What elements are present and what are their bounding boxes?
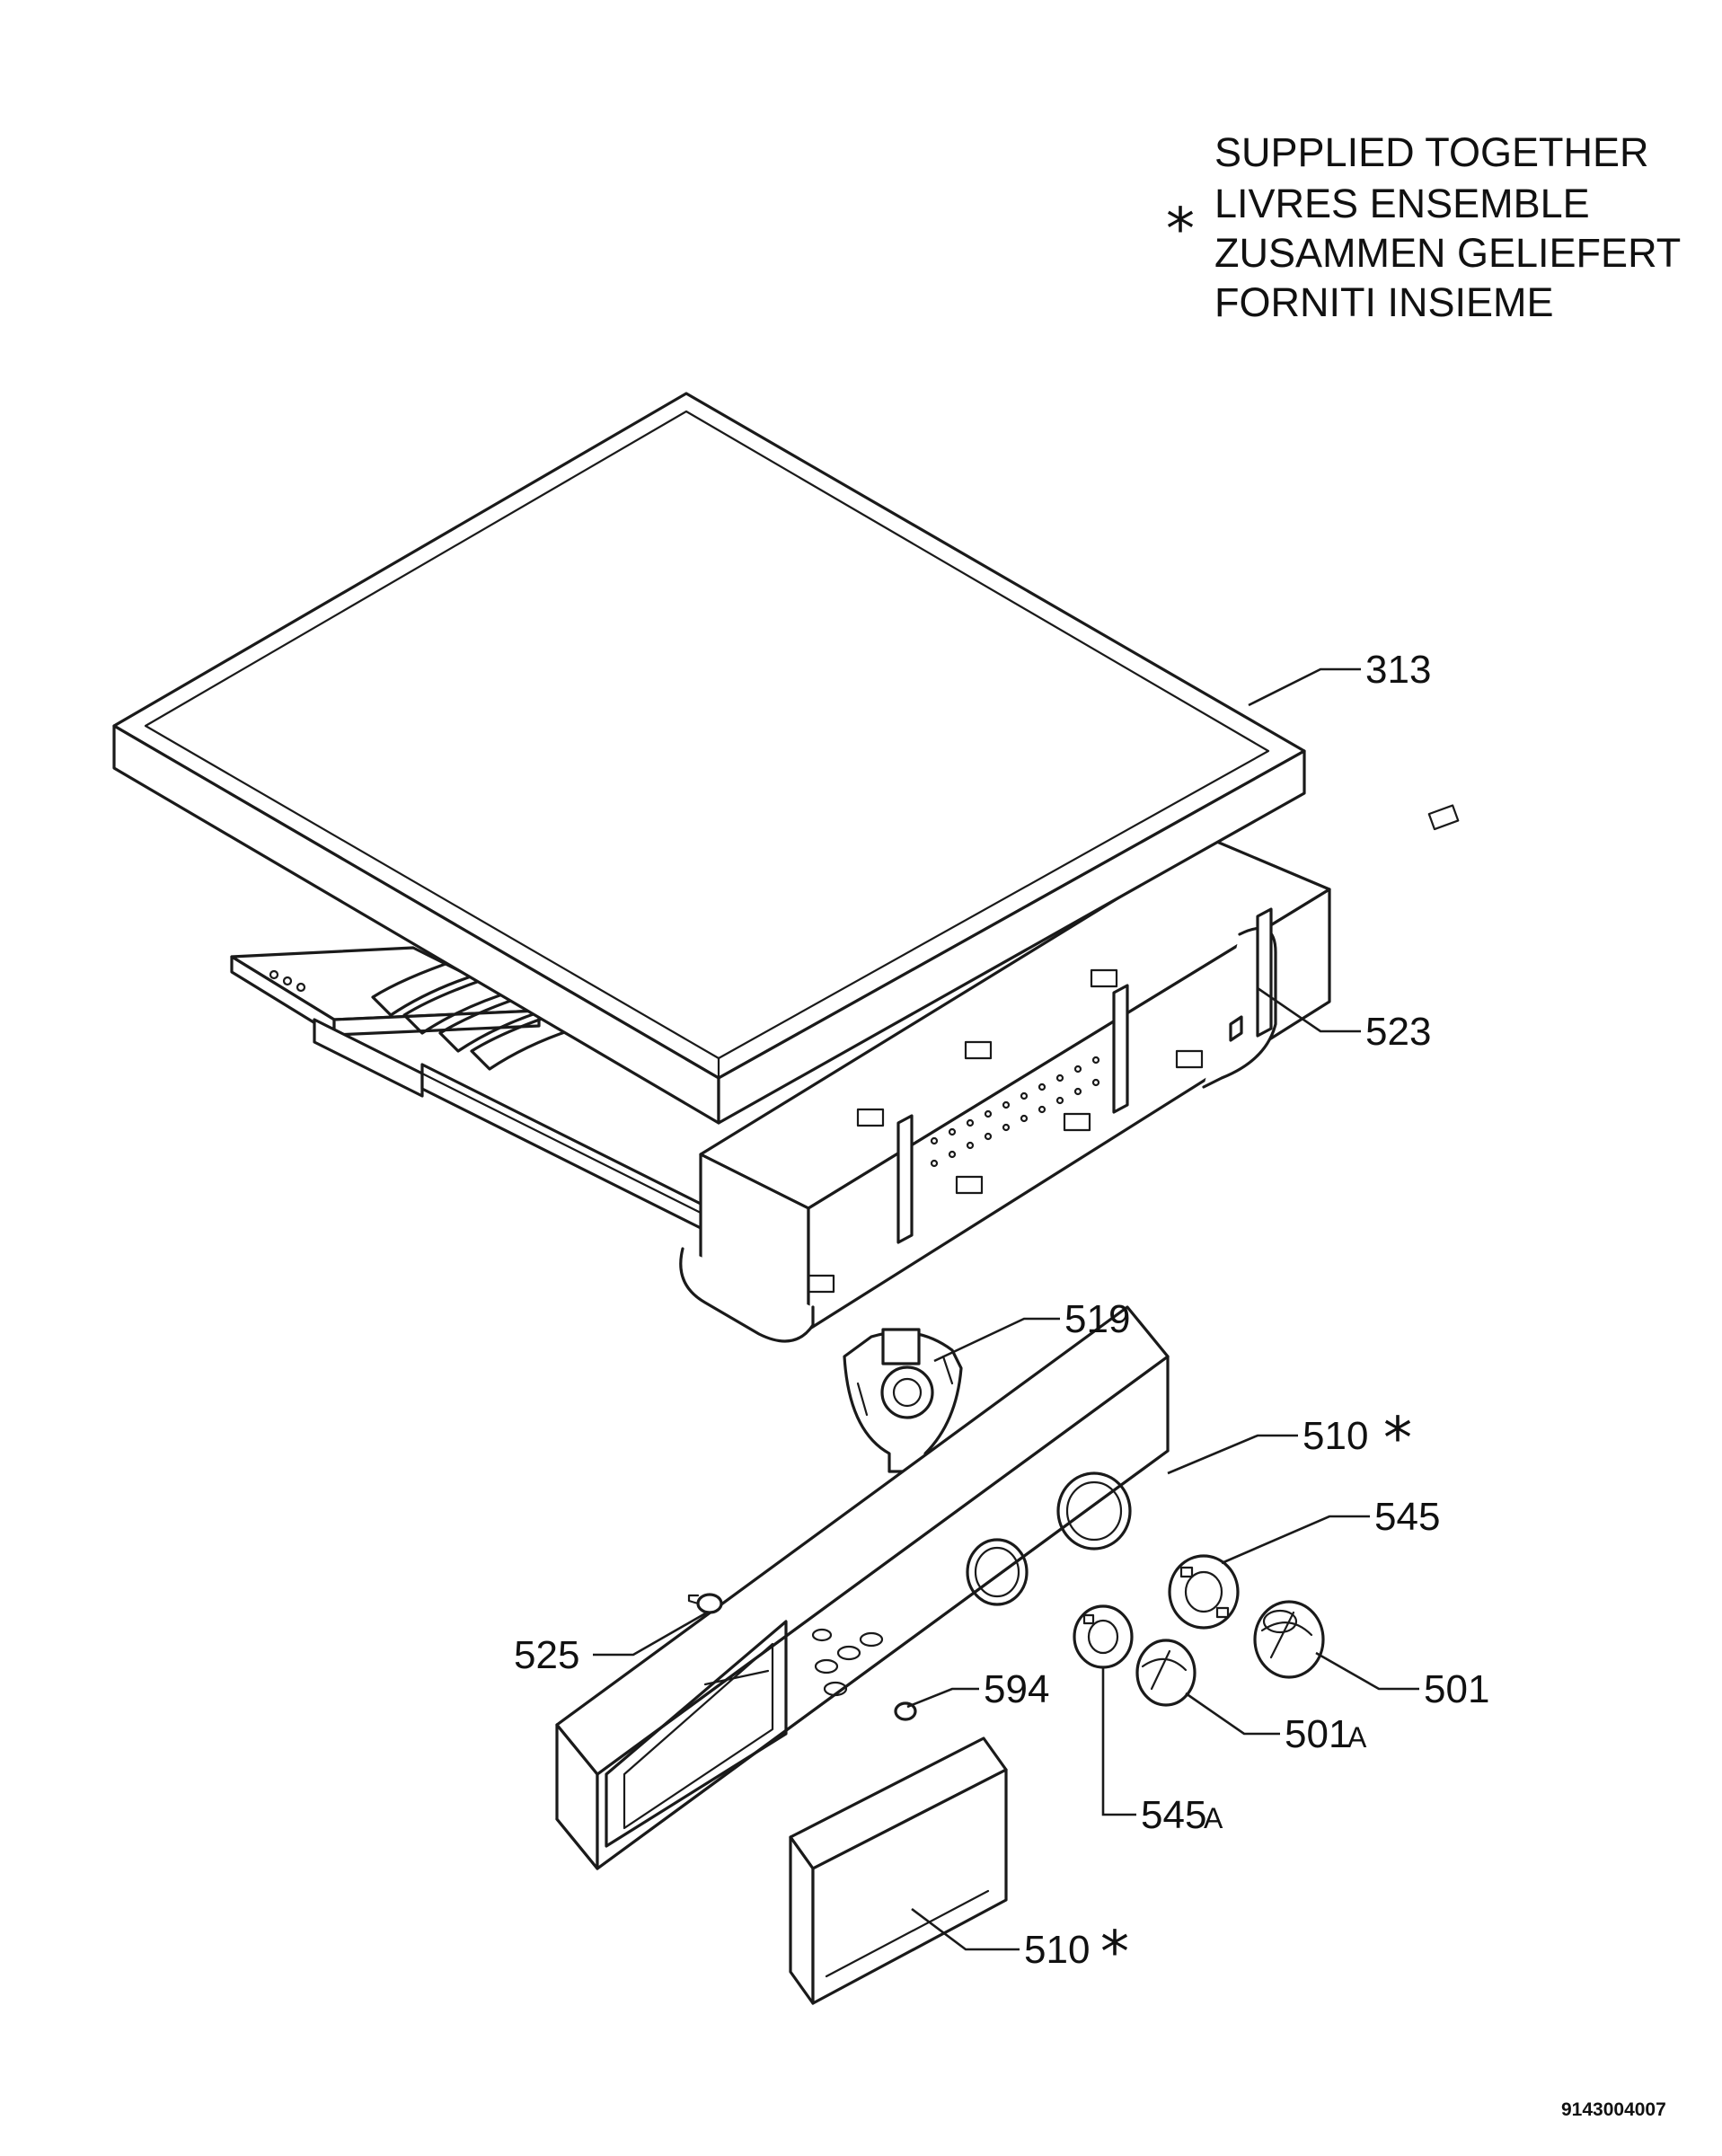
label-501a-suffix: A [1347,1721,1367,1754]
legend-line-4: FORNITI INSIEME [1214,279,1554,325]
control-panel-frame-523 [230,804,1460,1343]
legend-line-3: ZUSAMMEN GELIEFERT [1214,230,1681,276]
legend-star-symbol: * [1166,197,1195,263]
legend-line-2: LIVRES ENSEMBLE [1214,181,1590,226]
lamp-part-594 [894,1701,917,1721]
label-545a-suffix: A [1204,1802,1223,1834]
frame-vent-holes [930,1056,1100,1168]
label-501a: 501 [1285,1712,1350,1756]
leader-lines [593,667,1419,1951]
knob-base-545 [1168,1554,1240,1630]
label-313: 313 [1365,648,1431,692]
label-510-panel: 510 [1303,1414,1368,1458]
door-handle-510 [789,1736,1008,2005]
label-545a: 545 [1141,1793,1206,1837]
part-labels: 313 523 519 510 * 545 525 594 501 501 A … [514,648,1489,1986]
switch-part-519 [843,1328,963,1473]
label-594: 594 [984,1667,1049,1711]
label-501: 501 [1424,1667,1489,1711]
lamp-part-525 [687,1593,723,1614]
label-525: 525 [514,1633,579,1677]
label-510-panel-star: * [1383,1406,1412,1472]
label-523: 523 [1365,1010,1431,1054]
knob-base-545a [1073,1604,1134,1669]
document-number: 9143004007 [1561,2099,1666,2120]
knob-501 [1253,1600,1325,1679]
legend-line-1: SUPPLIED TOGETHER [1214,129,1648,175]
label-519: 519 [1064,1297,1130,1341]
label-510-handle-star: * [1100,1920,1129,1986]
label-510-handle: 510 [1024,1928,1090,1972]
label-545: 545 [1374,1495,1440,1539]
top-lid-313 [112,392,1306,1125]
control-panel-fascia-510 [555,1305,1170,1870]
knob-501a [1135,1639,1197,1707]
legend: * SUPPLIED TOGETHER LIVRES ENSEMBLE ZUSA… [1166,129,1681,325]
